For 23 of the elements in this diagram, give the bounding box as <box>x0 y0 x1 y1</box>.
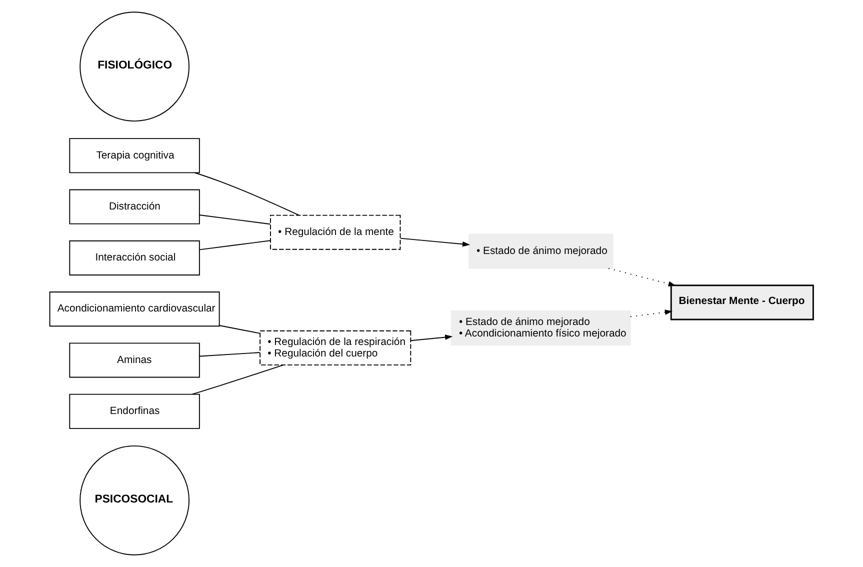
node-circle: PSICOSOCIAL <box>80 445 190 556</box>
node-box: Bienestar Mente - Cuerpo <box>670 284 814 320</box>
node-box: • Estado de ánimo mejorado <box>468 234 614 269</box>
arrow <box>608 268 676 286</box>
connector <box>192 364 284 395</box>
arrow <box>410 334 453 342</box>
node-box: • Regulación de la respiración • Regulación del cuerpo <box>260 330 412 366</box>
node-circle: FISIOLÓGICO <box>80 12 190 122</box>
node-box: Endorfinas <box>69 394 200 429</box>
connector <box>199 352 260 357</box>
connector <box>194 172 300 216</box>
connector <box>219 325 260 334</box>
node-box: Interacción social <box>69 240 200 276</box>
node-box: Distracción <box>69 189 200 224</box>
node-box: • Estado de ánimo mejorado • Acondicionamiento físico mejorado <box>450 310 631 346</box>
arrow <box>630 310 673 318</box>
node-box: Aminas <box>69 342 200 378</box>
connector <box>199 214 271 225</box>
node-box: • Regulación de la mente <box>270 214 401 250</box>
node-box: Acondicionamiento cardiovascular <box>49 292 220 327</box>
connector <box>199 240 271 250</box>
arrow <box>400 238 470 247</box>
node-box: Terapia cognitiva <box>69 138 200 174</box>
